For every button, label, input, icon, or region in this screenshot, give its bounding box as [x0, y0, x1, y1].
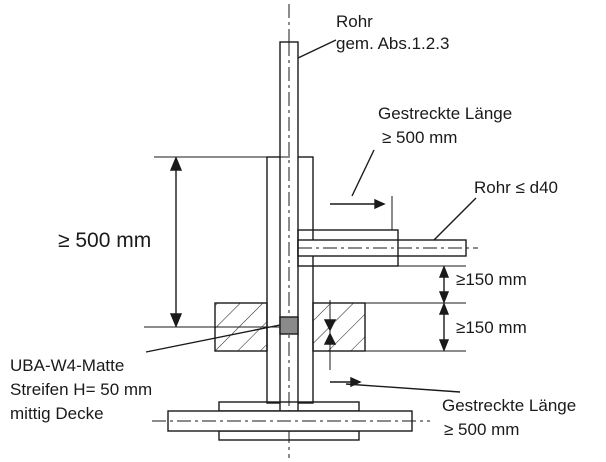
mat-label-line3: mittig Decke	[10, 404, 104, 423]
dim-150-upper-label: ≥150 mm	[456, 270, 527, 289]
stretched-length-bottom-line1: Gestreckte Länge	[442, 396, 577, 415]
uba-w4-mat-strip	[279, 316, 299, 335]
arrowhead	[169, 313, 183, 328]
leader-stretched-length-bottom	[345, 383, 461, 393]
branch-insulation	[297, 229, 399, 267]
min-length-label: ≥ 500 mm	[58, 229, 152, 252]
dim-150-lower-label: ≥150 mm	[456, 318, 527, 337]
branch-pipe-label: Rohr ≤ d40	[474, 178, 558, 197]
arrowhead	[438, 339, 450, 352]
arrowhead	[374, 198, 386, 210]
mat-label-line1: UBA-W4-Matte	[10, 356, 125, 375]
arrowhead	[438, 302, 450, 315]
arrowhead	[169, 156, 183, 171]
pipe-title-line1: Rohr	[336, 12, 373, 31]
pipe-title-line2: gem. Abs.1.2.3	[336, 34, 450, 53]
stretched-length-top-line1: Gestreckte Länge	[378, 104, 513, 123]
arrowhead	[438, 265, 450, 278]
arrowhead	[323, 319, 337, 332]
leader-uba-mat	[145, 324, 281, 353]
stretched-length-top-line2: ≥ 500 mm	[382, 128, 458, 147]
ceiling-slab-right	[312, 302, 366, 352]
mat-label-line2: Streifen H= 50 mm	[10, 380, 153, 399]
leader-pipe-title	[297, 39, 337, 59]
arrowhead	[323, 332, 337, 345]
leader-stretched-length-top	[351, 149, 375, 197]
stretched-length-bottom-line2: ≥ 500 mm	[444, 420, 520, 439]
arrowhead	[438, 291, 450, 304]
leader-branch-pipe	[433, 197, 477, 241]
